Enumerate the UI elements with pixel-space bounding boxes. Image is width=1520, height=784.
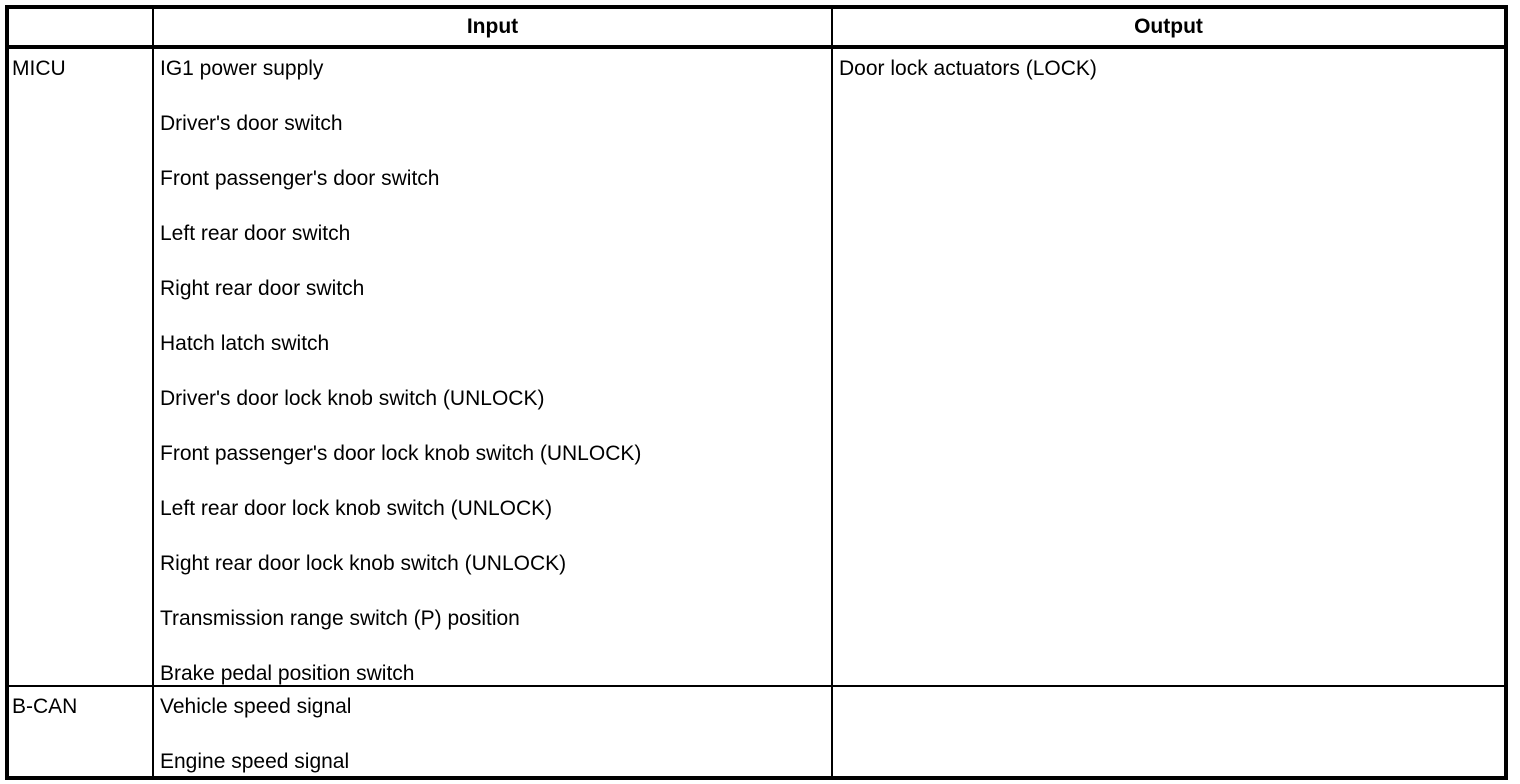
table-row: MICU IG1 power supply Driver's door swit…: [9, 49, 1504, 685]
output-list: Door lock actuators (LOCK): [839, 55, 1504, 82]
list-item: Left rear door switch: [160, 222, 351, 245]
system-label: B-CAN: [12, 695, 78, 718]
input-output-table: Input Output MICU IG1 power supply Drive…: [5, 5, 1508, 780]
output-cell: [833, 687, 1504, 776]
input-cell: Vehicle speed signal Engine speed signal: [154, 687, 831, 776]
list-item: Transmission range switch (P) position: [160, 607, 520, 630]
list-item: IG1 power supply: [160, 57, 324, 80]
list-item: Driver's door lock knob switch (UNLOCK): [160, 387, 545, 410]
input-list: IG1 power supply Driver's door switch Fr…: [160, 55, 831, 687]
table-header-row: Input Output: [9, 9, 1504, 45]
header-output-column: Output: [1134, 15, 1203, 38]
system-cell: B-CAN: [9, 687, 152, 776]
input-list: Vehicle speed signal Engine speed signal: [160, 693, 831, 775]
list-item: Right rear door lock knob switch (UNLOCK…: [160, 552, 567, 575]
list-item: Door lock actuators (LOCK): [839, 57, 1097, 80]
list-item: Brake pedal position switch: [160, 662, 415, 685]
list-item: Left rear door lock knob switch (UNLOCK): [160, 497, 553, 520]
column-divider-system-input: [152, 9, 154, 776]
system-cell: MICU: [9, 49, 152, 685]
list-item: Front passenger's door lock knob switch …: [160, 442, 642, 465]
header-divider: [9, 45, 1504, 49]
list-item: Driver's door switch: [160, 112, 343, 135]
list-item: Hatch latch switch: [160, 332, 330, 355]
input-cell: IG1 power supply Driver's door switch Fr…: [154, 49, 831, 685]
row-divider-micu-bcan: [9, 685, 1504, 687]
list-item: Right rear door switch: [160, 277, 365, 300]
output-cell: Door lock actuators (LOCK): [833, 49, 1504, 685]
table-row: B-CAN Vehicle speed signal Engine speed …: [9, 687, 1504, 776]
list-item: Engine speed signal: [160, 750, 350, 773]
list-item: Vehicle speed signal: [160, 695, 352, 718]
column-divider-input-output: [831, 9, 833, 776]
header-input-column: Input: [466, 15, 519, 38]
list-item: Front passenger's door switch: [160, 167, 440, 190]
header-system-column: [9, 9, 152, 45]
system-label: MICU: [12, 57, 66, 80]
